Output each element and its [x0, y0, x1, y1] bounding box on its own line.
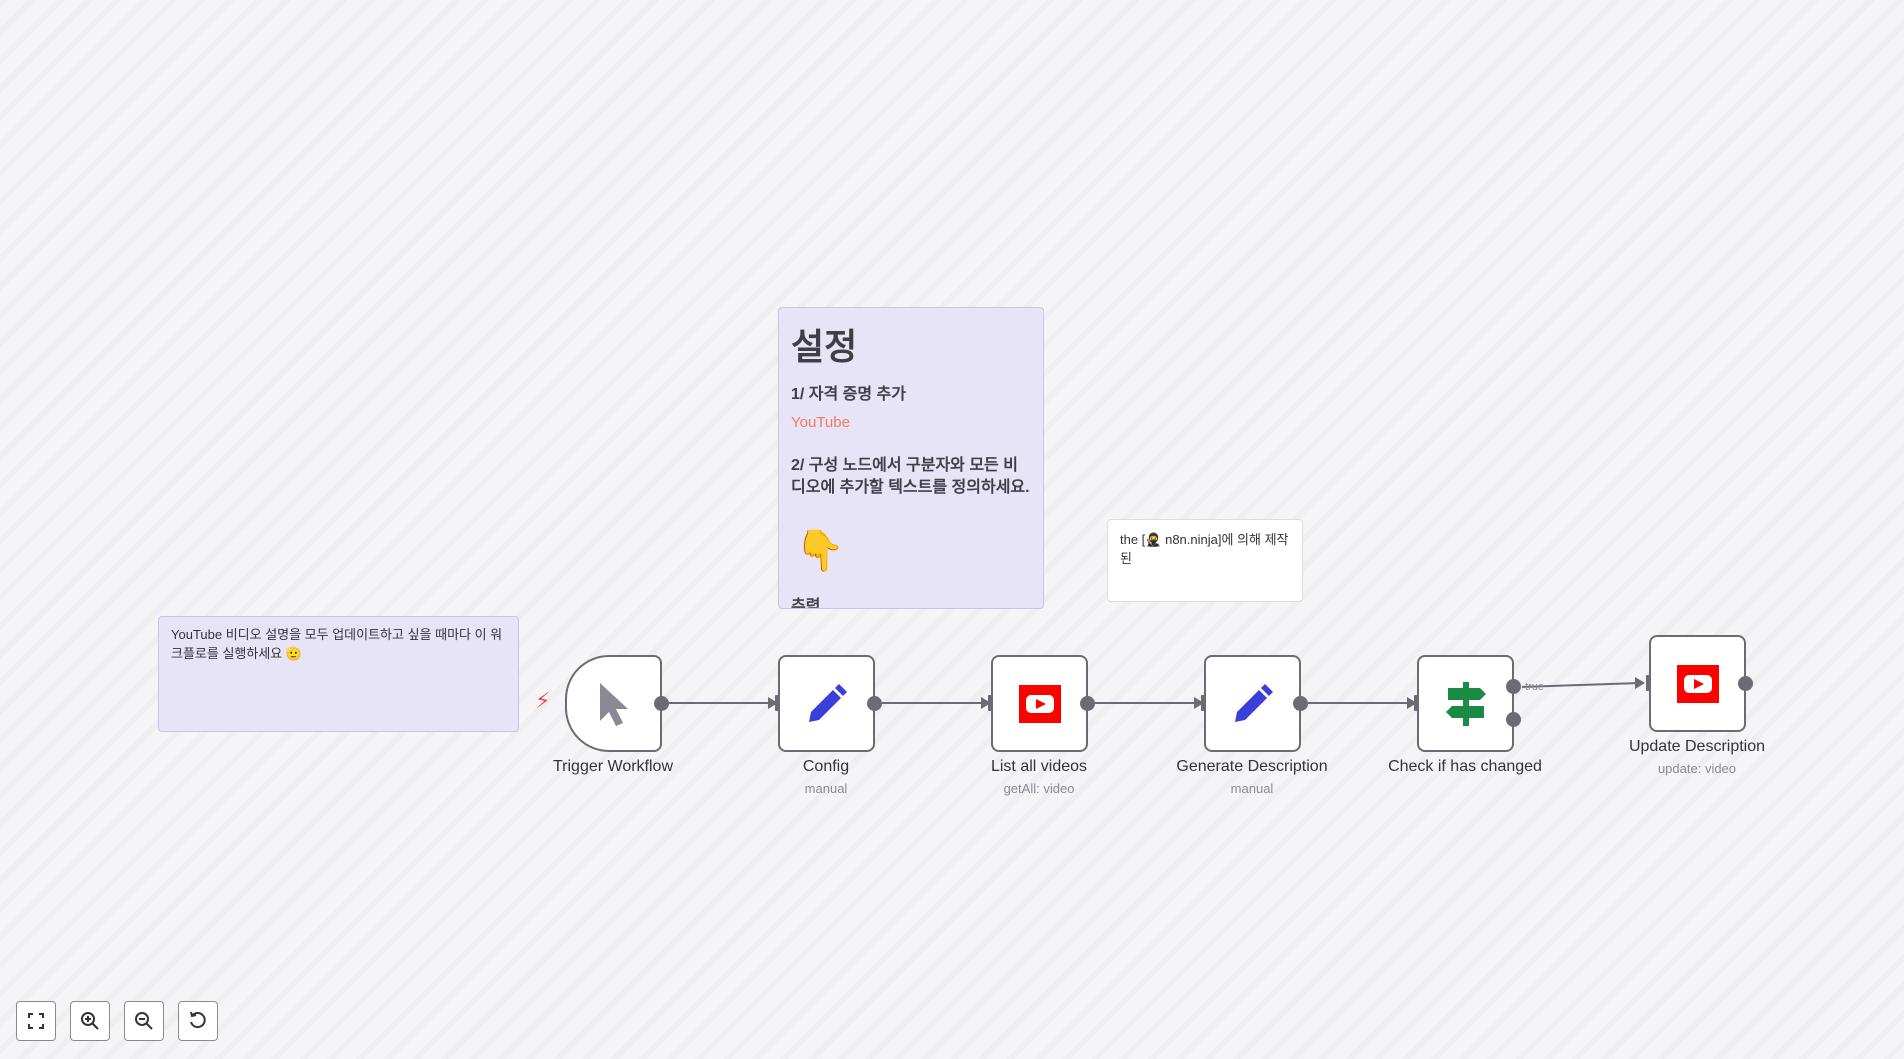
zoom-out-icon	[135, 1012, 153, 1030]
node-sub-update: update: video	[1657, 761, 1737, 776]
trigger-lightning-icon: ⚡	[535, 688, 551, 713]
youtube-icon	[1018, 684, 1061, 723]
pencil-icon	[1234, 683, 1273, 722]
output-handle-trigger[interactable]	[654, 696, 669, 711]
signpost-icon	[1445, 681, 1486, 726]
node-sub-generate: manual	[1230, 781, 1274, 796]
node-update-description[interactable]	[1649, 635, 1746, 732]
node-generate-description[interactable]	[1204, 655, 1301, 752]
fit-view-icon	[28, 1013, 44, 1029]
setup-truncated-text: 추력	[791, 598, 821, 609]
output-handle-check-false[interactable]	[1506, 712, 1521, 727]
reset-icon	[190, 1011, 206, 1029]
credit-text: the [🥷 n8n.ninja]에 의해 제작된	[1120, 532, 1289, 566]
node-label-check: Check if has changed	[1388, 758, 1542, 775]
node-label-generate: Generate Description	[1176, 758, 1328, 775]
node-check-if-changed[interactable]	[1417, 655, 1514, 752]
run-instructions-text: YouTube 비디오 설명을 모두 업데이트하고 싶을 때마다 이 워크플로를…	[171, 627, 503, 661]
connection-check-update	[1521, 682, 1641, 688]
edge-label-true: true	[1525, 681, 1544, 693]
node-trigger-workflow[interactable]	[565, 655, 662, 752]
pointing-down-icon: 👇	[795, 529, 845, 573]
node-label-config: Config	[802, 758, 850, 775]
zoom-in-icon	[81, 1012, 99, 1030]
sticky-note-credit[interactable]: the [🥷 n8n.ninja]에 의해 제작된	[1107, 519, 1303, 602]
output-handle-generate[interactable]	[1293, 696, 1308, 711]
node-sub-list: getAll: video	[1003, 781, 1075, 796]
youtube-credential-link[interactable]: YouTube	[791, 414, 850, 431]
youtube-icon	[1676, 664, 1719, 703]
node-label-trigger: Trigger Workflow	[552, 758, 674, 775]
sticky-note-run-instructions[interactable]: YouTube 비디오 설명을 모두 업데이트하고 싶을 때마다 이 워크플로를…	[158, 616, 519, 732]
node-label-list: List all videos	[990, 758, 1088, 775]
output-handle-check-true[interactable]	[1506, 679, 1521, 694]
setup-step-1: 1/ 자격 증명 추가	[791, 386, 906, 403]
zoom-out-button[interactable]	[124, 1001, 164, 1041]
node-label-update: Update Description	[1628, 738, 1766, 755]
output-handle-list[interactable]	[1080, 696, 1095, 711]
setup-title: 설정	[791, 326, 858, 367]
node-sub-config: manual	[804, 781, 848, 796]
fit-view-button[interactable]	[16, 1001, 56, 1041]
zoom-in-button[interactable]	[70, 1001, 110, 1041]
reset-zoom-button[interactable]	[178, 1001, 218, 1041]
setup-step-2: 2/ 구성 노드에서 구분자와 모든 비디오에 추가할 텍스트를 정의하세요.	[791, 457, 1030, 496]
node-config[interactable]	[778, 655, 875, 752]
pencil-icon	[808, 683, 847, 722]
node-list-all-videos[interactable]	[991, 655, 1088, 752]
cursor-icon	[599, 682, 628, 726]
output-handle-config[interactable]	[867, 696, 882, 711]
sticky-note-setup[interactable]: 설정 1/ 자격 증명 추가 YouTube 2/ 구성 노드에서 구분자와 모…	[778, 307, 1044, 609]
output-handle-update[interactable]	[1738, 676, 1753, 691]
